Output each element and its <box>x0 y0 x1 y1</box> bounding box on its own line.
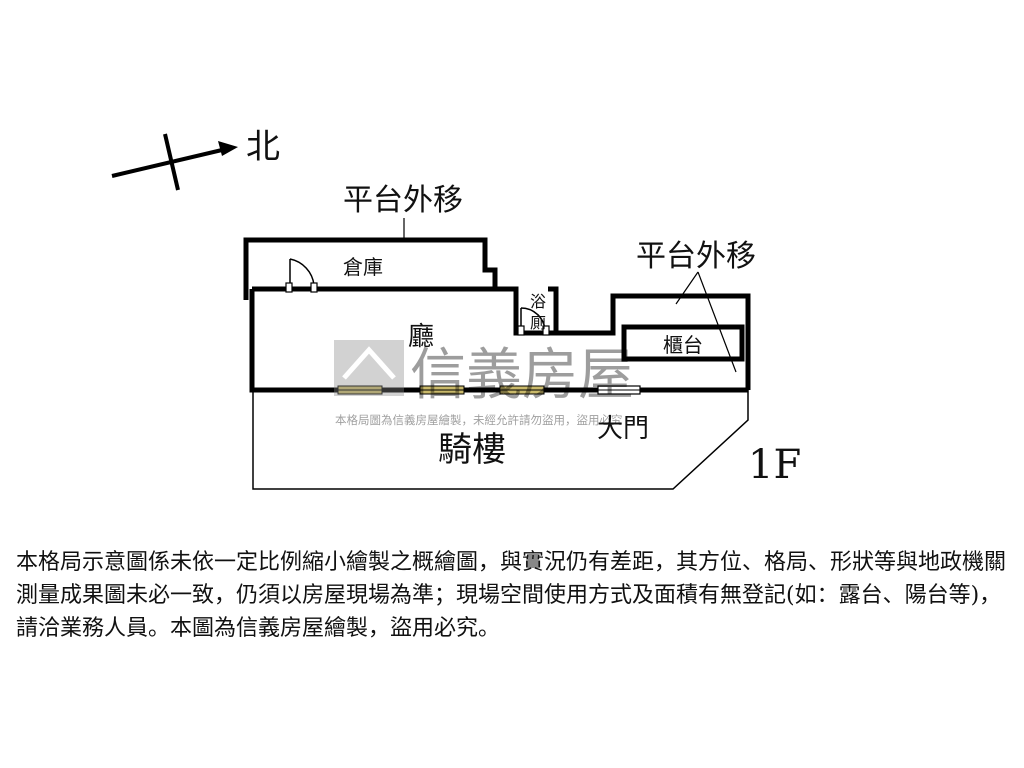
window-2 <box>419 385 465 395</box>
bathroom-wall <box>495 286 559 336</box>
hall-wall <box>249 289 748 393</box>
label-hall: 廳 <box>408 322 434 352</box>
storage-door <box>285 258 318 293</box>
platform-right-leader-1 <box>675 271 699 305</box>
watermark-house-icon <box>342 346 396 380</box>
disclaimer-text: 本格局示意圖係未依一定比例縮小繪製之概繪圖，與實況仍有差距，其方位、格局、形狀等… <box>16 550 1007 641</box>
label-bathroom-1: 浴 <box>530 292 546 311</box>
arcade-outline <box>252 390 749 490</box>
compass-arrow-line <box>111 148 223 178</box>
window-1 <box>337 385 383 395</box>
label-platform-right: 平台外移 <box>636 239 756 274</box>
label-storage: 倉庫 <box>343 255 383 279</box>
label-platform-top: 平台外移 <box>343 183 463 218</box>
right-wing-wall <box>556 293 751 390</box>
counter-box <box>621 324 745 362</box>
label-bathroom-2: 廁 <box>530 313 546 332</box>
compass-cross-line <box>163 133 180 191</box>
platform-right-leader-2 <box>697 271 737 373</box>
compass-north-label: 北 <box>246 127 280 167</box>
label-main-door: 大門 <box>597 414 649 444</box>
bathroom-door <box>517 307 550 336</box>
label-counter: 櫃台 <box>663 333 703 357</box>
main-door <box>597 385 641 395</box>
compass: 北 <box>111 127 280 191</box>
watermark: 信義房屋 本格局圖為信義房屋繪製，未經允許請勿盜用，盜用必究 <box>334 340 634 427</box>
label-floor: 1F <box>748 442 801 488</box>
watermark-brand: 信義房屋 <box>410 343 634 408</box>
watermark-logo-box <box>334 340 404 396</box>
window-3 <box>499 385 545 395</box>
watermark-caption: 本格局圖為信義房屋繪製，未經允許請勿盜用，盜用必究 <box>335 413 623 427</box>
label-arcade: 騎樓 <box>438 430 506 470</box>
compass-arrow-head <box>218 141 238 156</box>
